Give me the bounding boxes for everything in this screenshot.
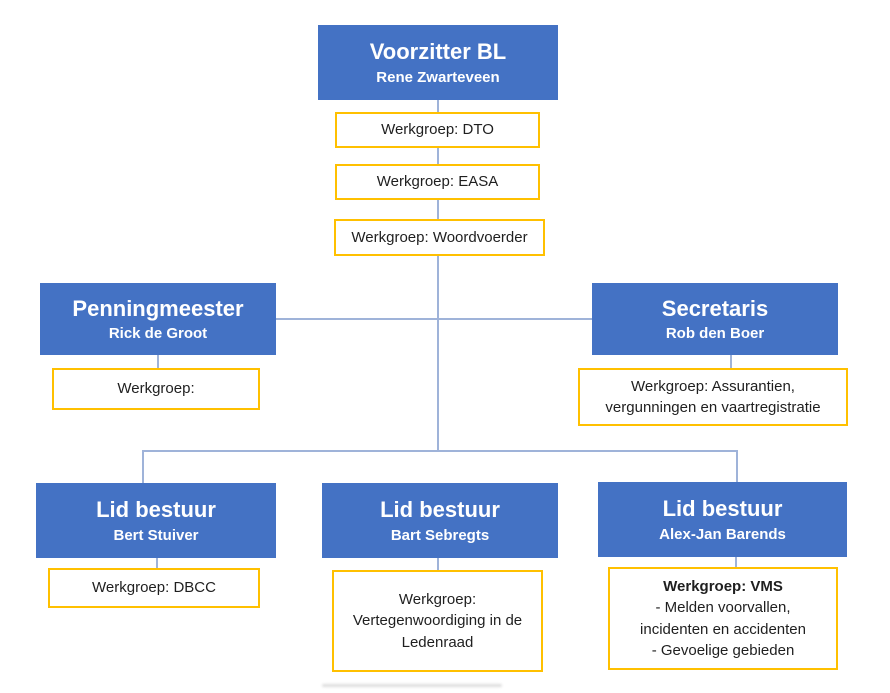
connector-bottom-branch bbox=[142, 450, 738, 452]
connector-drop-lid-1 bbox=[142, 450, 144, 484]
lid-2-title: Lid bestuur bbox=[380, 497, 500, 523]
node-lid-bestuur-2: Lid bestuur Bart Sebregts bbox=[322, 483, 558, 558]
werkgroep-lid-3-line-3: - Gevoelige gebieden bbox=[651, 641, 795, 659]
connector-lid-2-werkgroep bbox=[437, 558, 439, 571]
werkgroep-lid-2-line-1: Werkgroep: bbox=[398, 591, 477, 609]
lid-2-name: Bart Sebregts bbox=[390, 526, 490, 544]
connector-secretaris-werkgroep bbox=[730, 355, 732, 369]
werkgroep-penningmeester: Werkgroep: bbox=[52, 368, 260, 410]
lid-3-title: Lid bestuur bbox=[662, 496, 783, 522]
node-voorzitter: Voorzitter BL Rene Zwarteveen bbox=[318, 25, 558, 100]
connector-penningmeester-secretaris bbox=[276, 318, 592, 320]
connector-lid-1-werkgroep bbox=[156, 558, 158, 569]
secretaris-title: Secretaris bbox=[661, 295, 769, 321]
connector-lid-3-werkgroep bbox=[735, 557, 737, 568]
werkgroep-easa: Werkgroep: EASA bbox=[335, 164, 540, 200]
lid-1-name: Bert Stuiver bbox=[113, 526, 199, 544]
werkgroep-lid-3: Werkgroep: VMS - Melden voorvallen, inci… bbox=[608, 567, 838, 670]
node-lid-bestuur-1: Lid bestuur Bert Stuiver bbox=[36, 483, 276, 558]
penningmeester-title: Penningmeester bbox=[72, 295, 244, 321]
connector-easa-woordvoerder bbox=[437, 200, 439, 220]
voorzitter-title: Voorzitter BL bbox=[369, 39, 507, 65]
voorzitter-name: Rene Zwarteveen bbox=[376, 68, 500, 86]
werkgroep-secretaris-line-2: vergunningen en vaartregistratie bbox=[605, 399, 821, 416]
werkgroep-lid-2-line-3: Ledenraad bbox=[401, 633, 474, 651]
werkgroep-secretaris-line-1: Werkgroep: Assurantien, bbox=[631, 377, 795, 395]
werkgroep-lid-3-line-2: incidenten en accidenten bbox=[640, 620, 806, 638]
lid-1-title: Lid bestuur bbox=[96, 497, 216, 523]
node-penningmeester: Penningmeester Rick de Groot bbox=[40, 283, 276, 355]
werkgroep-dto: Werkgroep: DTO bbox=[335, 112, 540, 148]
node-secretaris: Secretaris Rob den Boer bbox=[592, 283, 838, 355]
werkgroep-secretaris: Werkgroep: Assurantien, vergunningen en … bbox=[578, 368, 848, 426]
connector-dto-easa bbox=[437, 148, 439, 165]
secretaris-name: Rob den Boer bbox=[665, 325, 765, 343]
werkgroep-dto-label: Werkgroep: DTO bbox=[381, 121, 494, 139]
werkgroep-lid-2: Werkgroep: Vertegenwoordiging in de Lede… bbox=[332, 570, 543, 672]
werkgroep-woordvoerder-label: Werkgroep: Woordvoerder bbox=[351, 228, 528, 246]
connector-drop-lid-3 bbox=[736, 450, 738, 483]
werkgroep-penningmeester-label: Werkgroep: bbox=[117, 380, 195, 398]
werkgroep-easa-label: Werkgroep: EASA bbox=[376, 173, 499, 191]
lid-3-name: Alex-Jan Barends bbox=[659, 525, 786, 543]
penningmeester-name: Rick de Groot bbox=[108, 325, 208, 343]
werkgroep-woordvoerder: Werkgroep: Woordvoerder bbox=[334, 219, 545, 256]
werkgroep-lid-3-line-1: - Melden voorvallen, bbox=[655, 599, 791, 617]
werkgroep-lid-3-title: Werkgroep: VMS bbox=[663, 577, 783, 595]
werkgroep-lid-2-line-2: Vertegenwoordiging in de bbox=[352, 612, 523, 630]
bottom-artifact-streak bbox=[322, 684, 502, 687]
connector-penningmeester-werkgroep bbox=[157, 355, 159, 369]
connector-voorzitter-dto bbox=[437, 100, 439, 113]
connector-center-trunk bbox=[437, 256, 439, 451]
werkgroep-lid-1-label: Werkgroep: DBCC bbox=[92, 579, 216, 597]
werkgroep-lid-1: Werkgroep: DBCC bbox=[48, 568, 260, 608]
node-lid-bestuur-3: Lid bestuur Alex-Jan Barends bbox=[598, 482, 847, 557]
